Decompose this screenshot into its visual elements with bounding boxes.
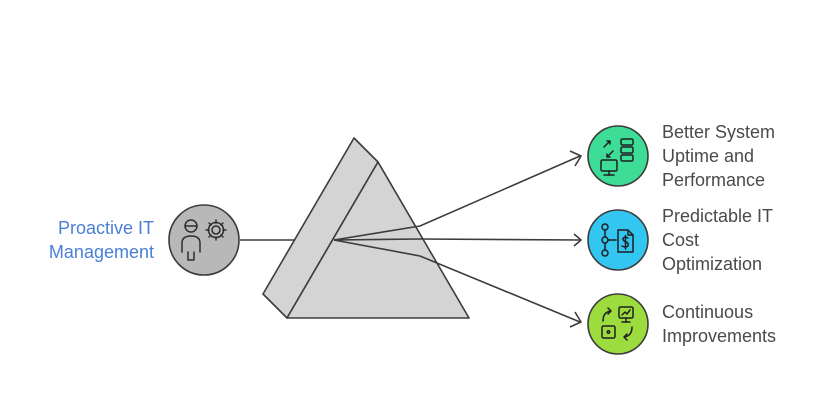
source-node xyxy=(168,204,240,276)
output-label-2-line-2: Cost xyxy=(662,230,700,250)
output-label-1-line-3: Performance xyxy=(662,170,766,190)
output-label-2-line-3: Optimization xyxy=(662,254,763,274)
source-label-line-2: Management xyxy=(48,242,154,262)
output-node-3 xyxy=(587,293,649,355)
arrowhead-3 xyxy=(569,311,582,328)
output-label-1-line-1: Better System xyxy=(662,122,776,142)
output-label-1: Better System Uptime and Performance xyxy=(662,120,775,192)
source-label: Proactive IT Management xyxy=(49,216,154,264)
arrowhead-1 xyxy=(569,150,582,167)
source-label-line-1: Proactive IT xyxy=(57,218,154,238)
output-label-3-line-2: Improvements xyxy=(662,326,777,346)
output-beam-3 xyxy=(333,239,581,323)
arrowhead-2 xyxy=(573,233,582,247)
output-label-2: Predictable IT Cost Optimization xyxy=(662,204,773,276)
person-gear-icon xyxy=(181,219,227,261)
cycle-chart-icon xyxy=(601,306,634,341)
output-label-3: Continuous Improvements xyxy=(662,300,776,348)
source-circle xyxy=(168,204,240,276)
output-circle-3 xyxy=(587,293,649,355)
output-node-2 xyxy=(587,209,649,271)
output-label-1-line-2: Uptime and xyxy=(662,146,755,166)
output-circle-1 xyxy=(587,125,649,187)
output-beams xyxy=(333,150,582,328)
output-label-2-line-1: Predictable IT xyxy=(662,206,774,226)
output-node-1 xyxy=(587,125,649,187)
prism xyxy=(262,137,470,319)
output-beam-1 xyxy=(333,155,581,241)
cost-document-icon xyxy=(601,223,634,257)
server-monitor-icon xyxy=(600,138,634,176)
output-label-3-line-1: Continuous xyxy=(662,302,754,322)
output-beam-2 xyxy=(333,238,581,241)
